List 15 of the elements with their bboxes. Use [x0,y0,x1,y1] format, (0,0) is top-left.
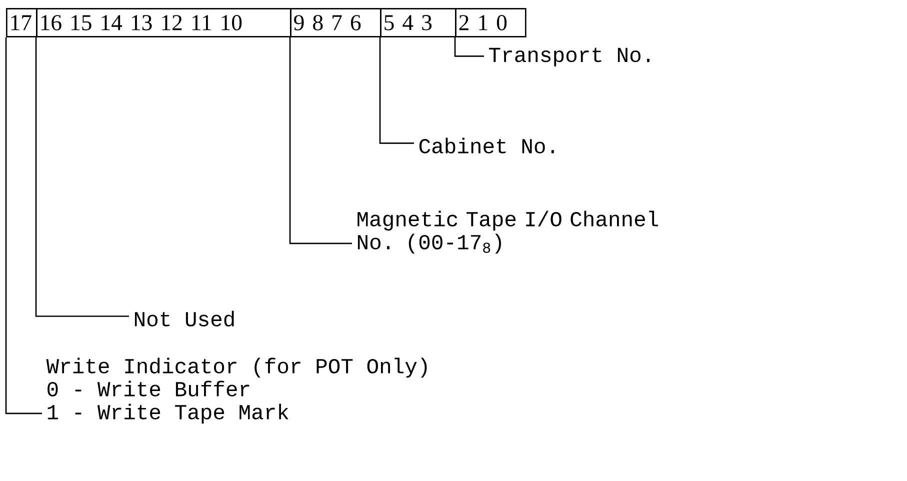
field-description: Transport No. [489,48,650,66]
bit-field-box: 2 1 0 [455,8,526,38]
leader-line [35,37,129,317]
field-description: Cabinet No. [419,138,554,154]
field-description: Not Used [134,310,234,326]
leader-line [289,37,352,244]
leader-line [454,37,484,57]
bit-field-box: 5 4 3 [380,8,456,38]
leader-line [5,37,42,414]
field-description: Write Indicator (for POT Only) 0 - Write Buffer 1 - Write Tape Mark [46,358,427,424]
bit-field-box: 17 [6,8,38,38]
bit-field-box: 16 15 14 13 12 11 10 [36,8,292,38]
bit-field-box: 9 8 7 6 [290,8,382,38]
leader-line [379,37,414,144]
field-description: Magnetic Tape I/O Channel No. (00-17$_{8}$) [358,210,658,254]
